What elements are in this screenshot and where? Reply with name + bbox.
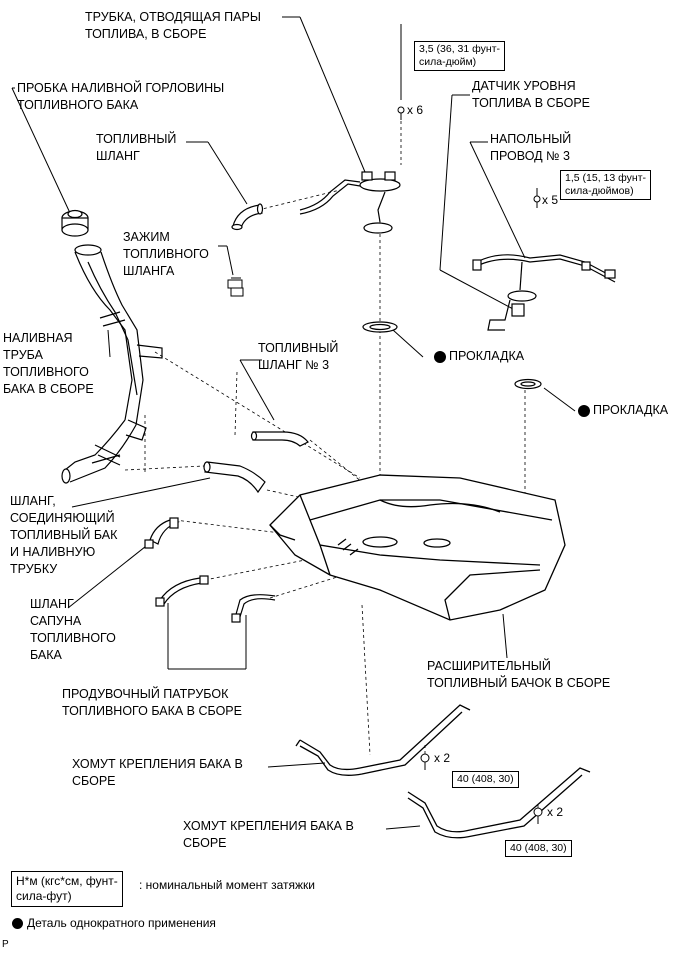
tank-band-2	[407, 767, 591, 839]
hose-clamp	[227, 277, 244, 297]
label-gasket-2: ПРОКЛАДКА	[593, 403, 669, 417]
label-hose-clamp: ЗАЖИМ ТОПЛИВНОГО ШЛАНГА	[123, 230, 209, 278]
single-use-dot-1	[434, 351, 446, 363]
gasket-2	[514, 378, 542, 390]
label-gasket-1: ПРОКЛАДКА	[449, 349, 525, 363]
bolt-count-3: x 2	[434, 751, 451, 765]
label-tank-hose: ШЛАНГ, СОЕДИНЯЮЩИЙ ТОПЛИВНЫЙ БАК И НАЛИВ…	[10, 494, 118, 576]
label-filler-cap: ПРОБКА НАЛИВНОЙ ГОРЛОВИНЫ ТОПЛИВНОГО БАК…	[17, 81, 225, 112]
label-breather-hose: ШЛАНГ САПУНА ТОПЛИВНОГО БАКА	[30, 597, 116, 662]
legend-single-use: Деталь однократного применения	[27, 916, 216, 930]
label-floor-wire: НАПОЛЬНЫЙ ПРОВОД № 3	[490, 132, 572, 163]
fuel-hose	[231, 203, 264, 231]
label-expansion-tank: РАСШИРИТЕЛЬНЫЙ ТОПЛИВНЫЙ БАЧОК В СБОРЕ	[427, 659, 611, 690]
filler-pipe	[61, 244, 163, 484]
torque-box-3: 40 (408, 30)	[452, 771, 519, 788]
tank-to-filler-hose	[203, 461, 266, 494]
bolt-count-1: x 6	[407, 103, 424, 117]
bolt-count-4: x 2	[547, 805, 564, 819]
label-filler-pipe: НАЛИВНАЯ ТРУБА ТОПЛИВНОГО БАКА В СБОРЕ	[3, 331, 94, 396]
label-tank-band-1: ХОМУТ КРЕПЛЕНИЯ БАКА В СБОРЕ	[72, 757, 243, 788]
single-use-dot-2	[578, 405, 590, 417]
torque-box-4: 40 (408, 30)	[505, 840, 572, 857]
breather-hose	[144, 517, 181, 549]
legend-single-use-dot	[12, 918, 23, 929]
filler-cap	[61, 209, 89, 237]
torque-box-2: 1,5 (15, 13 фунт- сила-дюймов)	[560, 170, 651, 200]
legend-unit-box: Н*м (кгс*см, фунт- сила-фут)	[11, 871, 123, 907]
bolt-icons	[397, 106, 543, 824]
bolt-count-2: x 5	[542, 193, 559, 207]
purge-pipes	[155, 575, 276, 623]
label-fuel-hose: ТОПЛИВНЫЙ ШЛАНГ	[96, 132, 177, 163]
label-fuel-hose-3: ТОПЛИВНЫЙ ШЛАНГ № 3	[258, 341, 339, 372]
label-purge-pipe: ПРОДУВОЧНЫЙ ПАТРУБОК ТОПЛИВНОГО БАКА В С…	[62, 687, 242, 718]
fuel-level-sensor	[472, 254, 616, 331]
legend-unit-desc: : номинальный момент затяжки	[139, 878, 315, 892]
tank-band-1	[295, 704, 471, 776]
gasket-1	[362, 321, 398, 333]
label-tank-band-2: ХОМУТ КРЕПЛЕНИЯ БАКА В СБОРЕ	[183, 819, 354, 850]
vapor-tube	[299, 171, 401, 234]
fuel-hose-3	[250, 431, 309, 447]
torque-box-1: 3,5 (36, 31 фунт- сила-дюйм)	[414, 41, 505, 71]
fuel-tank	[269, 474, 566, 621]
corner-mark: P	[2, 939, 9, 950]
label-vapor-tube: ТРУБКА, ОТВОДЯЩАЯ ПАРЫ ТОПЛИВА, В СБОРЕ	[85, 10, 261, 41]
label-level-sensor: ДАТЧИК УРОВНЯ ТОПЛИВА В СБОРЕ	[472, 79, 590, 110]
